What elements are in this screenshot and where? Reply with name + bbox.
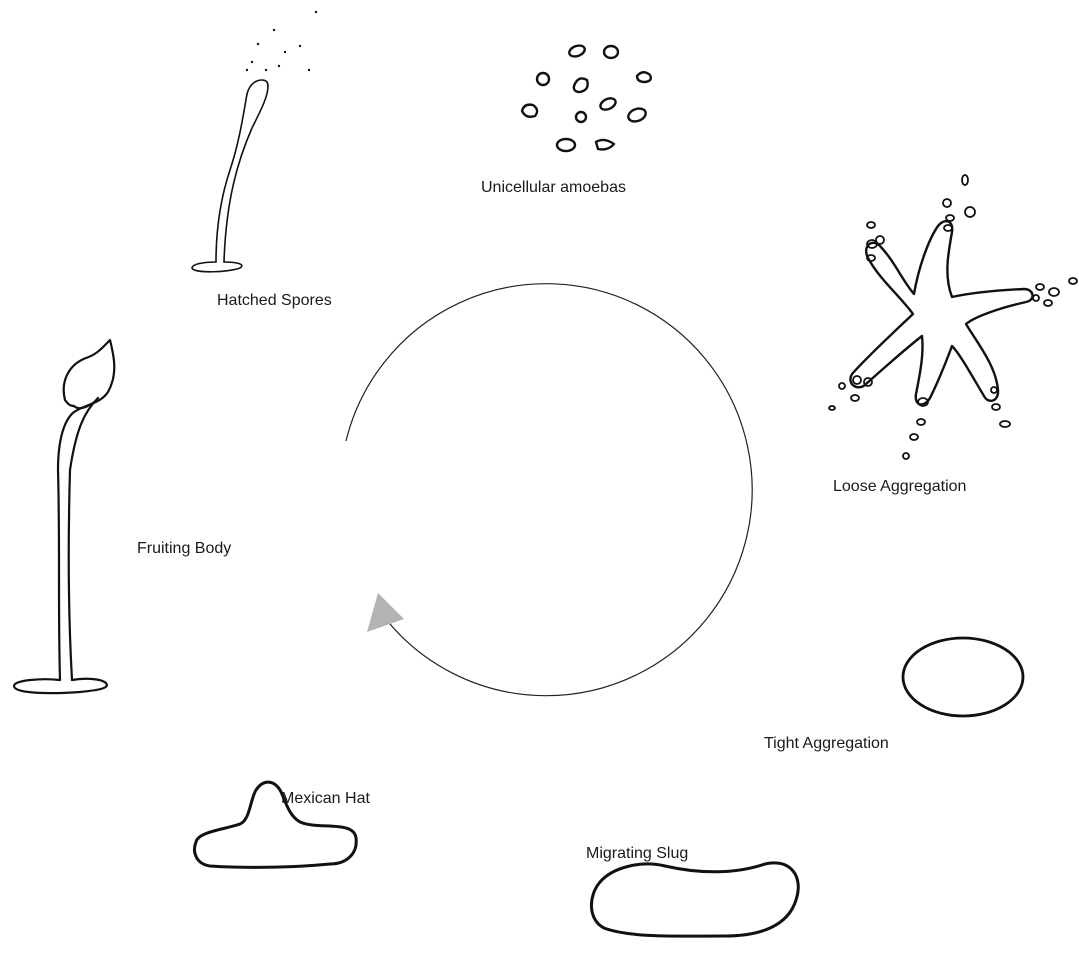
hatched-spores-drawing <box>192 11 317 272</box>
label-hatched-spores: Hatched Spores <box>217 293 332 309</box>
tight-aggregation-drawing <box>903 638 1023 716</box>
cycle-arrowhead <box>367 593 404 632</box>
label-loose-aggregation: Loose Aggregation <box>833 479 966 495</box>
cycle-arc <box>346 284 752 696</box>
label-mexican-hat: Mexican Hat <box>281 791 370 807</box>
label-tight-aggregation: Tight Aggregation <box>764 736 889 752</box>
migrating-slug-drawing <box>591 863 798 936</box>
unicellular-amoebas-drawing <box>522 44 651 151</box>
label-unicellular-amoebas: Unicellular amoebas <box>481 180 626 196</box>
label-fruiting-body: Fruiting Body <box>137 541 231 557</box>
loose-aggregation-drawing <box>829 175 1077 459</box>
cycle-arrow <box>346 284 752 696</box>
fruiting-body-drawing <box>14 340 114 693</box>
label-migrating-slug: Migrating Slug <box>586 846 688 862</box>
